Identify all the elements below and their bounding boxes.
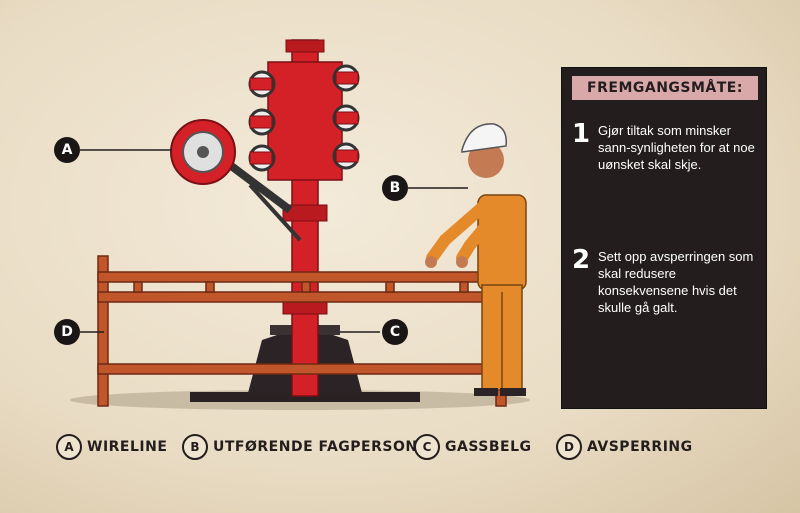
legend-badge: C xyxy=(414,434,440,460)
gas-belg xyxy=(248,330,292,393)
wireline-sheave xyxy=(170,119,302,242)
gas-belg-right xyxy=(318,330,362,393)
step-number: 1 xyxy=(572,119,591,149)
legend-label: GASSBELG xyxy=(445,439,532,455)
legend-label: UTFØRENDE FAGPERSON xyxy=(213,439,418,455)
panel-title: FREMGANGSMÅTE: xyxy=(572,76,758,100)
legend-label: WIRELINE xyxy=(87,439,168,455)
callout-c: C xyxy=(382,319,408,345)
ground-base-plate xyxy=(190,392,420,402)
procedure-panel: FREMGANGSMÅTE: 1 Gjør tiltak som minsker… xyxy=(562,68,766,408)
step-number: 2 xyxy=(572,245,591,275)
worker xyxy=(425,123,527,396)
callout-d: D xyxy=(54,319,80,345)
callout-leaders xyxy=(80,149,468,333)
legend-badge: B xyxy=(182,434,208,460)
step-text: Gjør tiltak som minsker sann-synligheten… xyxy=(598,123,755,172)
callout-a: A xyxy=(54,137,80,163)
callout-b: B xyxy=(382,175,408,201)
legend-badge: A xyxy=(56,434,82,460)
wellhead-flange xyxy=(282,204,328,222)
step-text: Sett opp avsperringen som skal redusere … xyxy=(598,249,754,315)
legend-badge: D xyxy=(556,434,582,460)
valve-block xyxy=(267,61,343,181)
legend-label: AVSPERRING xyxy=(587,439,693,455)
wellhead-cap xyxy=(285,39,325,53)
